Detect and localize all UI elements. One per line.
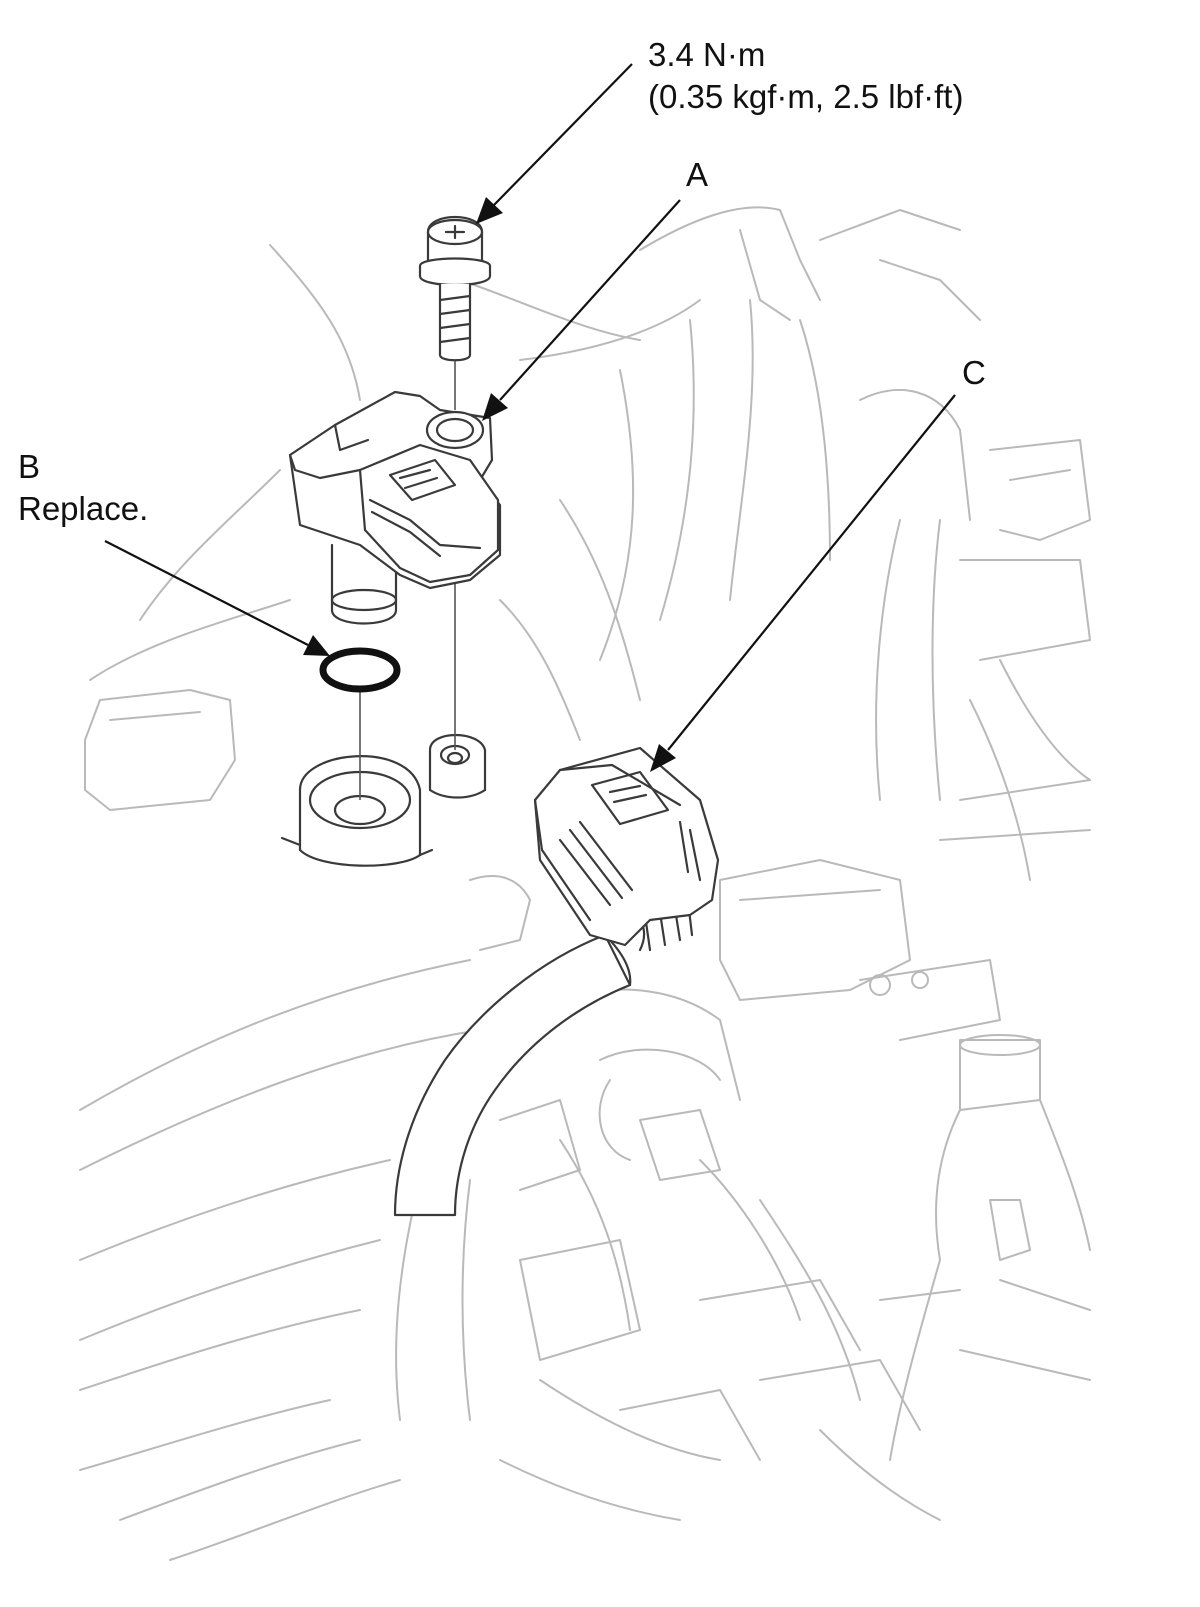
harness-connector [393, 746, 720, 1217]
map-sensor [288, 390, 502, 625]
o-ring [319, 647, 401, 693]
torque-spec-conversion-label: (0.35 kgf·m, 2.5 lbf·ft) [648, 78, 964, 115]
callout-a-label: A [686, 156, 709, 193]
callout-c-label: C [962, 354, 986, 391]
engine-background-linework [79, 206, 1091, 1561]
mounting-boss [280, 733, 487, 867]
bolt [418, 215, 492, 362]
callout-b-note: Replace. [18, 490, 149, 527]
callout-b-label: B [18, 448, 41, 485]
torque-spec-label: 3.4 N·m [648, 36, 766, 73]
leader-lines [104, 63, 956, 772]
